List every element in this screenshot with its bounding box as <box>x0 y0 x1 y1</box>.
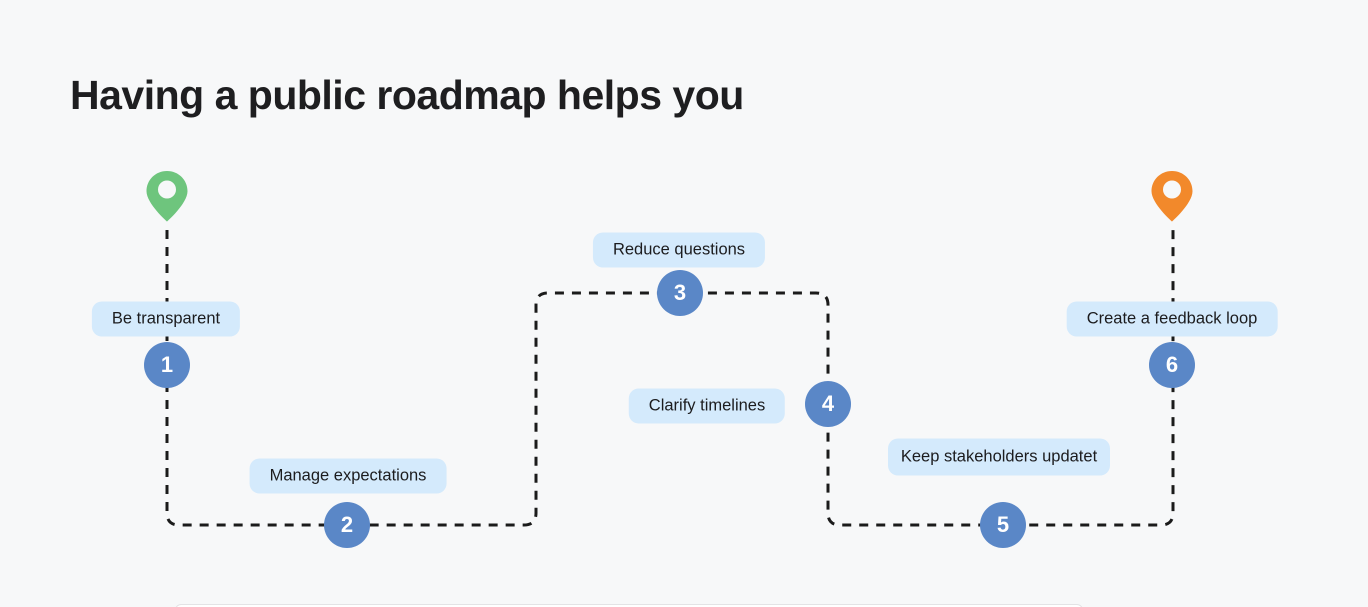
step-number-badge-1: 1 <box>144 342 190 388</box>
step-label-be-transparent: Be transparent <box>91 301 241 337</box>
page-title: Having a public roadmap helps you <box>70 72 744 118</box>
end-location-pin-icon <box>1150 170 1194 222</box>
step-number-badge-5: 5 <box>980 502 1026 548</box>
step-label-reduce-questions: Reduce questions <box>592 232 766 268</box>
step-label-manage-expectations: Manage expectations <box>249 458 447 494</box>
step-label-keep-stakeholders-updated: Keep stakeholders updatet <box>888 438 1110 476</box>
step-label-create-feedback-loop: Create a feedback loop <box>1066 301 1278 337</box>
step-number-badge-6: 6 <box>1149 342 1195 388</box>
step-number-badge-4: 4 <box>805 381 851 427</box>
start-location-pin-icon <box>145 170 189 222</box>
step-number-badge-3: 3 <box>657 270 703 316</box>
step-number-badge-2: 2 <box>324 502 370 548</box>
step-label-clarify-timelines: Clarify timelines <box>628 388 786 424</box>
